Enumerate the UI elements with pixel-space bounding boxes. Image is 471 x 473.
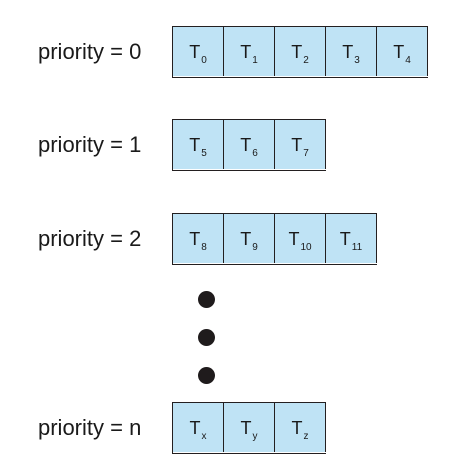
thread-cell: T3 [326, 27, 377, 76]
thread-cell: T6 [224, 120, 275, 169]
thread-cell: T8 [173, 214, 224, 263]
ellipsis-dot [198, 291, 215, 308]
thread-cell: T1 [224, 27, 275, 76]
thread-queue: Tx Ty Tz [172, 402, 326, 454]
thread-subscript: 5 [201, 148, 207, 159]
priority-row-2: priority = 2 T8 T9 T10 T11 [0, 213, 471, 265]
priority-label: priority = 2 [38, 226, 142, 251]
thread-name: T [291, 135, 303, 155]
thread-name: T [240, 42, 252, 62]
thread-cell: Tz [275, 403, 326, 452]
thread-cell: T9 [224, 214, 275, 263]
thread-subscript: 10 [300, 242, 312, 253]
thread-name: T [189, 42, 201, 62]
thread-subscript: 3 [354, 55, 360, 66]
thread-name: T [189, 418, 201, 438]
thread-name: T [291, 42, 303, 62]
thread-name: T [339, 229, 351, 249]
thread-queue: T5 T6 T7 [172, 119, 326, 171]
thread-cell: Tx [173, 403, 224, 452]
thread-queue: T0 T1 T2 T3 T4 [172, 26, 428, 78]
thread-cell: T10 [275, 214, 326, 263]
thread-cell: T7 [275, 120, 326, 169]
thread-cell: T5 [173, 120, 224, 169]
thread-subscript: 8 [201, 242, 207, 253]
thread-subscript: x [201, 431, 207, 442]
thread-subscript: 7 [303, 148, 309, 159]
thread-name: T [240, 418, 252, 438]
thread-queue: T8 T9 T10 T11 [172, 213, 377, 265]
thread-subscript: 4 [405, 55, 411, 66]
thread-subscript: 2 [303, 55, 309, 66]
thread-subscript: 6 [252, 148, 258, 159]
thread-name: T [189, 229, 201, 249]
thread-cell: T2 [275, 27, 326, 76]
thread-subscript: y [252, 431, 258, 442]
thread-subscript: 0 [201, 55, 207, 66]
thread-cell: T0 [173, 27, 224, 76]
ellipsis-dot [198, 367, 215, 384]
priority-row-0: priority = 0 T0 T1 T2 T3 T4 [0, 26, 471, 78]
priority-row-n: priority = n Tx Ty Tz [0, 402, 471, 454]
thread-name: T [189, 135, 201, 155]
priority-label: priority = n [38, 415, 142, 440]
thread-name: T [342, 42, 354, 62]
thread-subscript: 1 [252, 55, 258, 66]
thread-name: T [240, 135, 252, 155]
thread-cell: Ty [224, 403, 275, 452]
ellipsis-dot [198, 329, 215, 346]
thread-subscript: z [303, 431, 309, 442]
thread-subscript: 11 [351, 242, 363, 253]
thread-name: T [291, 418, 303, 438]
thread-cell: T4 [377, 27, 428, 76]
thread-name: T [393, 42, 405, 62]
thread-name: T [240, 229, 252, 249]
priority-label: priority = 0 [38, 39, 142, 64]
priority-row-1: priority = 1 T5 T6 T7 [0, 119, 471, 171]
thread-name: T [288, 229, 300, 249]
thread-cell: T11 [326, 214, 377, 263]
priority-label: priority = 1 [38, 132, 142, 157]
thread-subscript: 9 [252, 242, 258, 253]
